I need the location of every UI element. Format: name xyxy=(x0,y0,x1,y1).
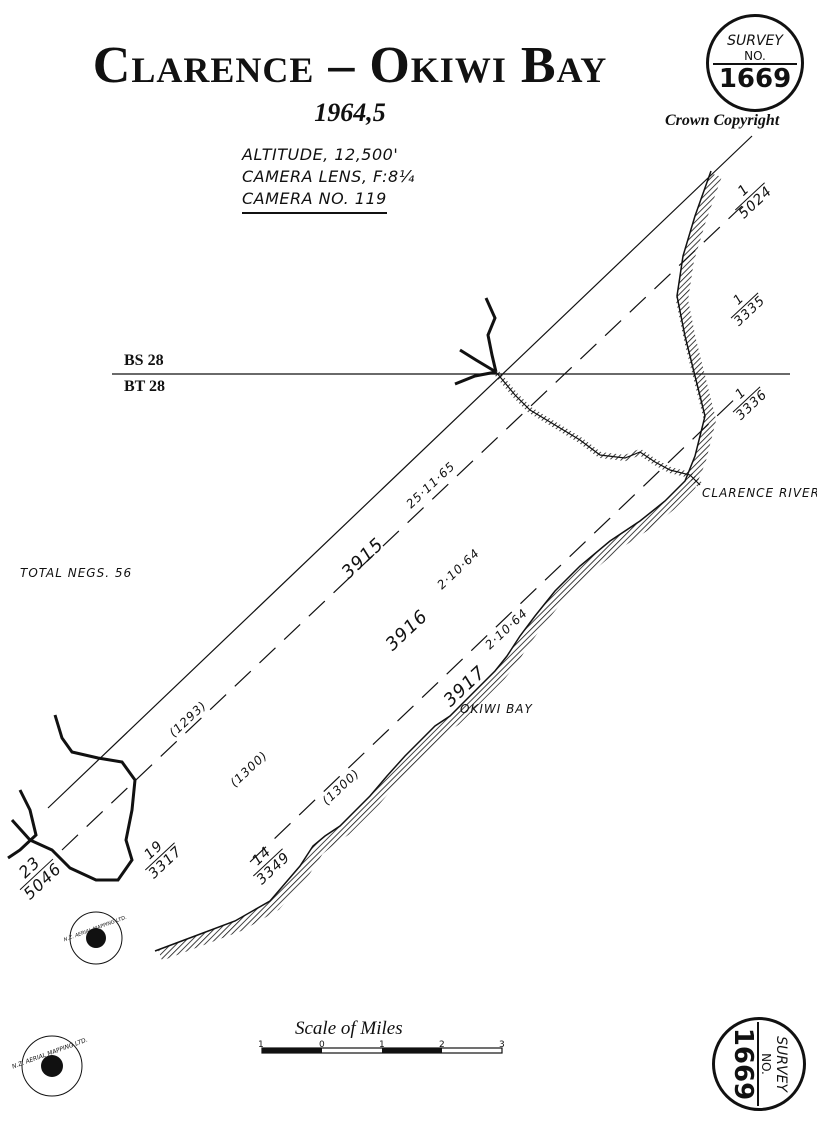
scale-title: Scale of Miles xyxy=(295,1018,403,1039)
survey-number-badge: SURVEY NO. 1669 xyxy=(706,14,804,112)
scale-tick: 1 xyxy=(379,1040,385,1050)
scale-bar xyxy=(261,1047,503,1054)
badge-number: 1669 xyxy=(712,63,798,93)
river-tributary xyxy=(454,297,498,386)
clarence-river-label: CLARENCE RIVER xyxy=(702,486,817,500)
camera-number-text: CAMERA NO. 119 xyxy=(242,188,387,214)
flight-line-3915 xyxy=(47,135,753,809)
scale-tick: 1 xyxy=(258,1040,264,1050)
survey-date: 1964,5 xyxy=(314,98,386,127)
crown-copyright: Crown Copyright xyxy=(665,112,780,129)
coastline-edge xyxy=(154,170,712,952)
flight-line-3916 xyxy=(61,205,743,851)
coastline xyxy=(157,172,722,961)
sheet-label-upper: BS 28 xyxy=(124,352,164,369)
badge-no-label: NO. xyxy=(744,49,766,63)
camera-lens-text: CAMERA LENS, F:8¼ xyxy=(242,167,415,186)
altitude-text: ALTITUDE, 12,500' xyxy=(242,145,399,164)
sheet-label-lower: BT 28 xyxy=(124,378,166,395)
clarence-river-edge xyxy=(495,371,701,486)
scale-tick: 0 xyxy=(319,1040,325,1050)
clarence-river xyxy=(493,370,703,488)
badge-survey-label: SURVEY xyxy=(727,33,783,49)
map-title: Clarence – Okiwi Bay xyxy=(92,37,608,94)
scale-tick: 3 xyxy=(499,1040,505,1050)
western-stream xyxy=(10,714,137,882)
total-negatives: TOTAL NEGS. 56 xyxy=(20,566,133,580)
camera-details: ALTITUDE, 12,500' CAMERA LENS, F:8¼ CAME… xyxy=(242,144,415,214)
aerial-mapping-logo xyxy=(21,911,123,1097)
flight-line-3917 xyxy=(249,393,741,863)
western-stream-branch xyxy=(7,789,38,860)
scale-tick: 2 xyxy=(439,1040,445,1050)
